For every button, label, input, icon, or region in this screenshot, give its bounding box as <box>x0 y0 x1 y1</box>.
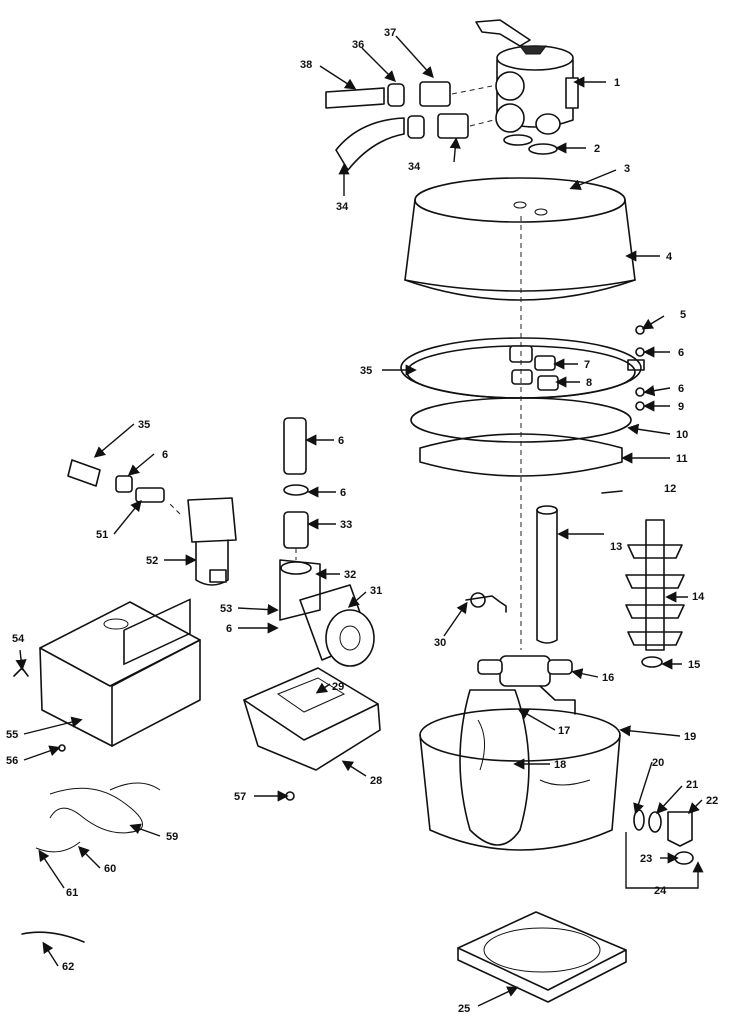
callout-61: 61 <box>66 887 78 899</box>
wire-clip <box>21 931 85 943</box>
callout-36: 35 <box>360 365 372 377</box>
callout-60: 60 <box>104 863 116 875</box>
callout-8: 8 <box>586 377 592 389</box>
callout-6a: 6 <box>678 347 684 359</box>
callout-30: 30 <box>434 637 446 649</box>
callout-57: 57 <box>234 791 246 803</box>
multiport-valve <box>475 19 579 135</box>
lateral-assembly <box>625 519 685 668</box>
callout-38b: 35 <box>138 419 150 431</box>
callout-54: 54 <box>12 633 25 645</box>
underdrain-hub <box>477 655 576 715</box>
callout-1: 1 <box>614 77 620 89</box>
callout-13: 13 <box>610 541 622 553</box>
tank-lid <box>404 177 636 301</box>
callout-18: 18 <box>554 759 566 771</box>
strainer-pot <box>167 497 237 586</box>
callout-22: 22 <box>706 795 718 807</box>
callout-2: 2 <box>594 143 600 155</box>
timer-housing <box>39 598 201 747</box>
callout-62: 62 <box>62 961 74 973</box>
callout-9: 9 <box>678 401 684 413</box>
callout-25: 25 <box>458 1003 470 1015</box>
callout-20: 20 <box>652 757 664 769</box>
callout-4: 4 <box>666 251 673 263</box>
callout-24: 24 <box>654 885 667 897</box>
callout-29: 29 <box>332 681 344 693</box>
callout-37b: 34 <box>408 161 421 173</box>
callout-15: 15 <box>688 659 700 671</box>
top-hoses <box>325 81 495 171</box>
callout-33: 33 <box>340 519 352 531</box>
callout-34a: 36 <box>352 39 364 51</box>
callout-56: 56 <box>6 755 18 767</box>
callout-numbers: 1 2 3 4 5 6 7 8 6 9 10 11 12 13 14 15 16… <box>6 27 718 1015</box>
callout-6c: 6 <box>226 623 232 635</box>
callout-37a: 37 <box>384 27 396 39</box>
callout-3: 3 <box>624 163 630 175</box>
callout-35b: 6 <box>338 435 344 447</box>
left-hoses <box>67 459 165 503</box>
callout-11: 11 <box>676 453 688 465</box>
callout-35a: 34 <box>336 201 349 213</box>
callout-55: 55 <box>6 729 18 741</box>
callout-6b: 6 <box>678 383 684 395</box>
callout-51: 51 <box>96 529 108 541</box>
callout-38a: 38 <box>300 59 312 71</box>
pump-fittings <box>283 417 309 560</box>
filter-bag <box>459 689 530 846</box>
callout-53: 53 <box>220 603 232 615</box>
callout-52: 52 <box>146 555 158 567</box>
motor-base <box>243 667 381 771</box>
screws <box>13 667 295 801</box>
callout-31: 31 <box>370 585 382 597</box>
callout-leaders <box>15 35 704 1007</box>
callout-10: 10 <box>676 429 688 441</box>
callout-16: 16 <box>602 672 614 684</box>
callout-34c: 6 <box>162 449 168 461</box>
callout-14: 14 <box>692 591 705 603</box>
callout-28: 28 <box>370 775 382 787</box>
callout-21: 21 <box>686 779 698 791</box>
valve-gasket <box>503 134 558 155</box>
pin <box>601 490 623 494</box>
base-pad <box>457 911 627 1003</box>
valve-handle <box>465 592 507 613</box>
callout-5: 5 <box>680 309 686 321</box>
callout-32: 32 <box>344 569 356 581</box>
top-fittings <box>509 345 559 391</box>
callout-7: 7 <box>584 359 590 371</box>
callout-23: 23 <box>640 853 652 865</box>
callout-59: 59 <box>166 831 178 843</box>
callout-34b: 6 <box>340 487 346 499</box>
callout-12: 12 <box>664 483 676 495</box>
callout-19: 19 <box>684 731 696 743</box>
standpipe <box>536 505 558 644</box>
power-cords <box>35 782 161 853</box>
callout-17: 17 <box>558 725 570 737</box>
